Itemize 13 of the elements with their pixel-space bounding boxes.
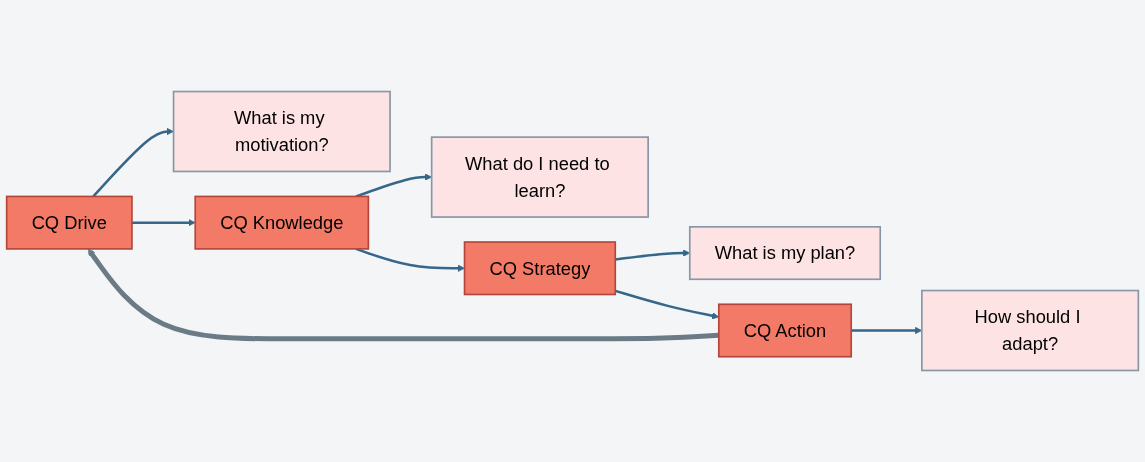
node-box: CQ Drive (5, 195, 133, 250)
node-box: How should I adapt? (921, 289, 1140, 372)
node-box: CQ Strategy (463, 241, 617, 296)
node-box: What do I need to learn? (430, 136, 649, 218)
arrow (131, 219, 196, 227)
arrow (92, 127, 174, 198)
arrow (87, 248, 719, 342)
arrow (355, 173, 432, 198)
node-box: CQ Knowledge (194, 195, 370, 250)
node-box: CQ Action (717, 303, 853, 358)
node-box: What is my plan? (688, 226, 882, 281)
node-box: What is my motivation? (172, 90, 391, 173)
arrow (355, 247, 465, 272)
